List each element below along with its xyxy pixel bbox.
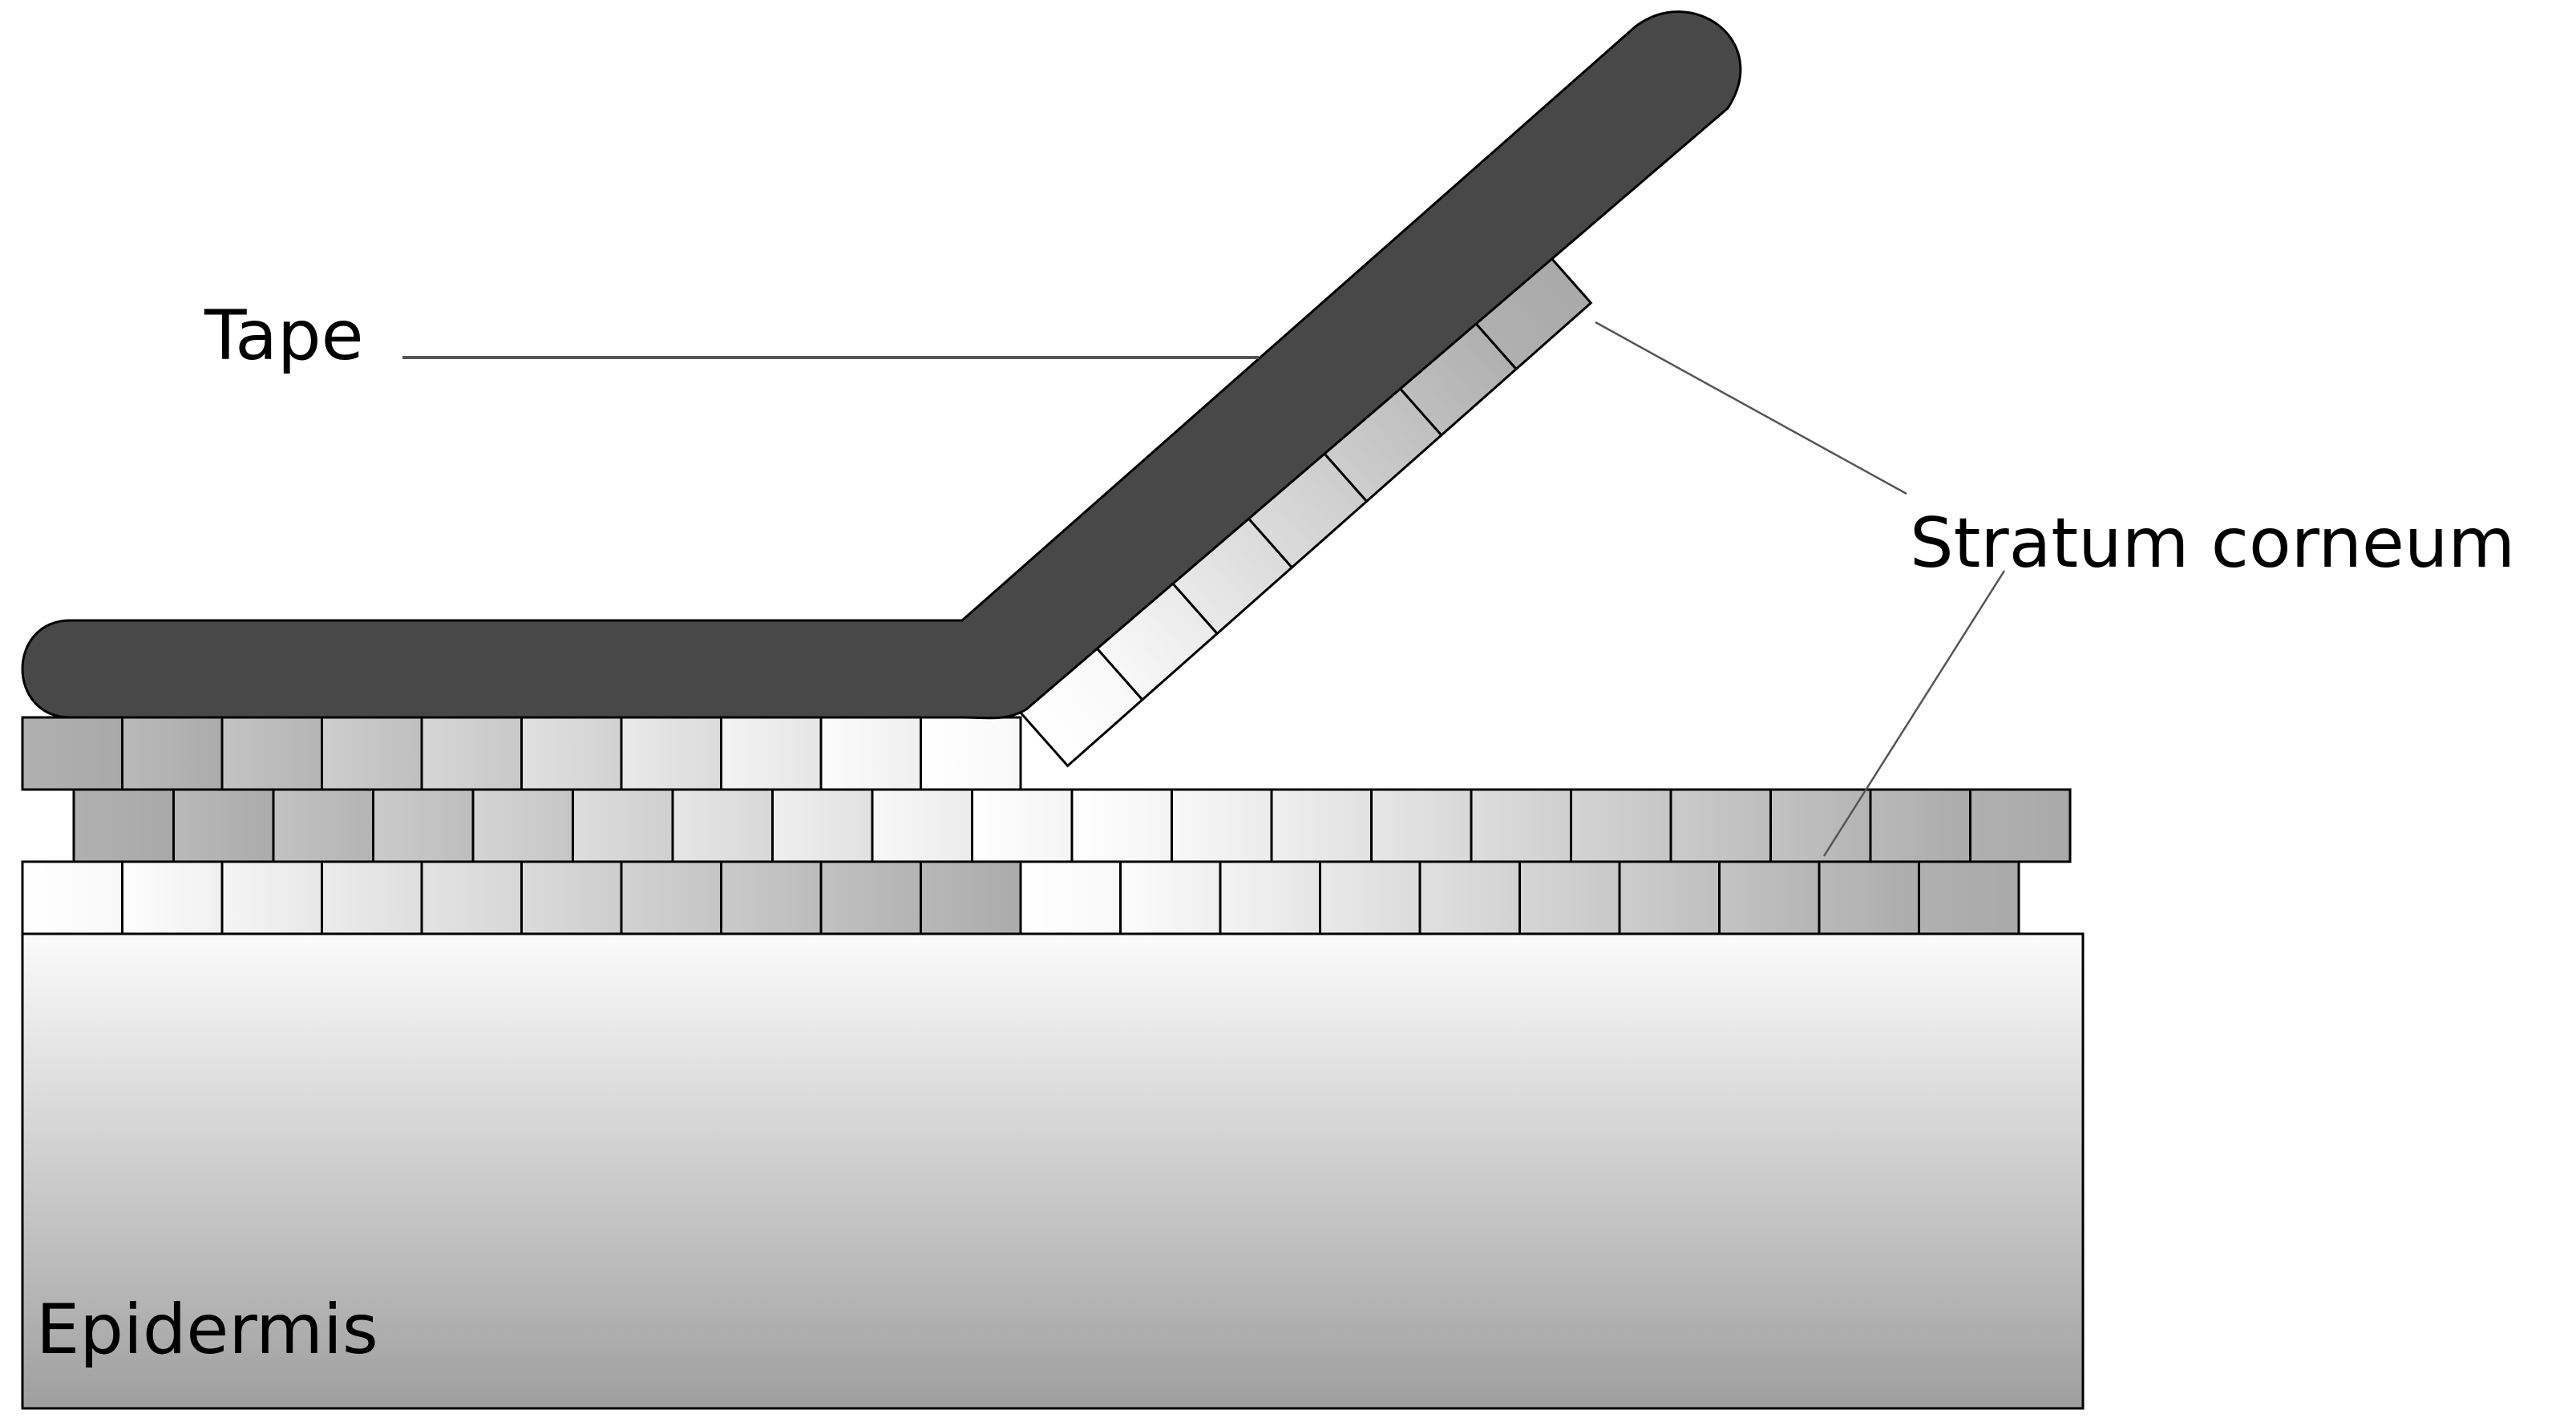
corneocyte-cell [1869, 788, 1971, 863]
corneocyte-cell [1019, 860, 1122, 935]
corneocyte-cell [1171, 788, 1273, 863]
corneocyte-cell [372, 788, 475, 863]
corneocyte-cell [321, 860, 423, 935]
corneocyte-cell [1219, 860, 1321, 935]
corneocyte-cell [920, 716, 1022, 791]
corneocyte-cell [620, 716, 722, 791]
corneocyte-cell [720, 860, 823, 935]
corneocyte-cell [720, 716, 823, 791]
epidermis-block [21, 932, 2085, 1410]
corneocyte-cell [520, 860, 623, 935]
corneocyte-cell [1070, 788, 1173, 863]
corneocyte-cell [321, 716, 423, 791]
corneocyte-cell [1718, 860, 1821, 935]
corneocyte-cell [620, 860, 722, 935]
corneocyte-cell [1969, 788, 2072, 863]
corneocyte-cell [471, 788, 574, 863]
corneocyte-cell [1470, 788, 1572, 863]
stratum-corneum-row-lifted [1017, 247, 1593, 768]
stratum-corneum-leader-line-upper [1595, 321, 1907, 495]
corneocyte-cell [72, 788, 175, 863]
tape-label: Tape [204, 296, 364, 376]
corneocyte-cell [819, 860, 922, 935]
stratum-corneum-row-top [21, 716, 1022, 791]
corneocyte-cell [1818, 860, 1920, 935]
corneocyte-cell [121, 860, 224, 935]
corneocyte-cell [1669, 788, 1772, 863]
stratum-corneum-leader-line-lower [1822, 570, 2006, 857]
corneocyte-cell [220, 860, 323, 935]
corneocyte-cell [771, 788, 874, 863]
corneocyte-cell [1418, 860, 1521, 935]
corneocyte-cell [1270, 788, 1373, 863]
stratum-corneum-row-middle [72, 788, 2072, 863]
corneocyte-cell [971, 788, 1074, 863]
corneocyte-cell [1570, 788, 1672, 863]
corneocyte-cell [21, 860, 123, 935]
corneocyte-cell [420, 716, 523, 791]
corneocyte-cell [121, 716, 224, 791]
corneocyte-cell [920, 860, 1022, 935]
stratum-corneum-row-bottom [21, 860, 2020, 935]
corneocyte-cell [420, 860, 523, 935]
corneocyte-cell [1319, 860, 1421, 935]
corneocyte-cell [220, 716, 323, 791]
corneocyte-cell [21, 716, 123, 791]
epidermis-label: Epidermis [36, 1290, 378, 1370]
corneocyte-cell [1769, 788, 1872, 863]
tape-strip [21, 10, 1742, 720]
corneocyte-cell [871, 788, 973, 863]
corneocyte-cell [671, 788, 774, 863]
stratum-corneum-label: Stratum corneum [1910, 503, 2515, 584]
corneocyte-cell [1519, 860, 1621, 935]
corneocyte-cell [1119, 860, 1222, 935]
corneocyte-cell [1918, 860, 2020, 935]
corneocyte-cell [520, 716, 623, 791]
corneocyte-cell [819, 716, 922, 791]
corneocyte-cell [1618, 860, 1721, 935]
corneocyte-cell [1370, 788, 1473, 863]
corneocyte-cell [172, 788, 275, 863]
corneocyte-cell [272, 788, 374, 863]
corneocyte-cell [572, 788, 674, 863]
